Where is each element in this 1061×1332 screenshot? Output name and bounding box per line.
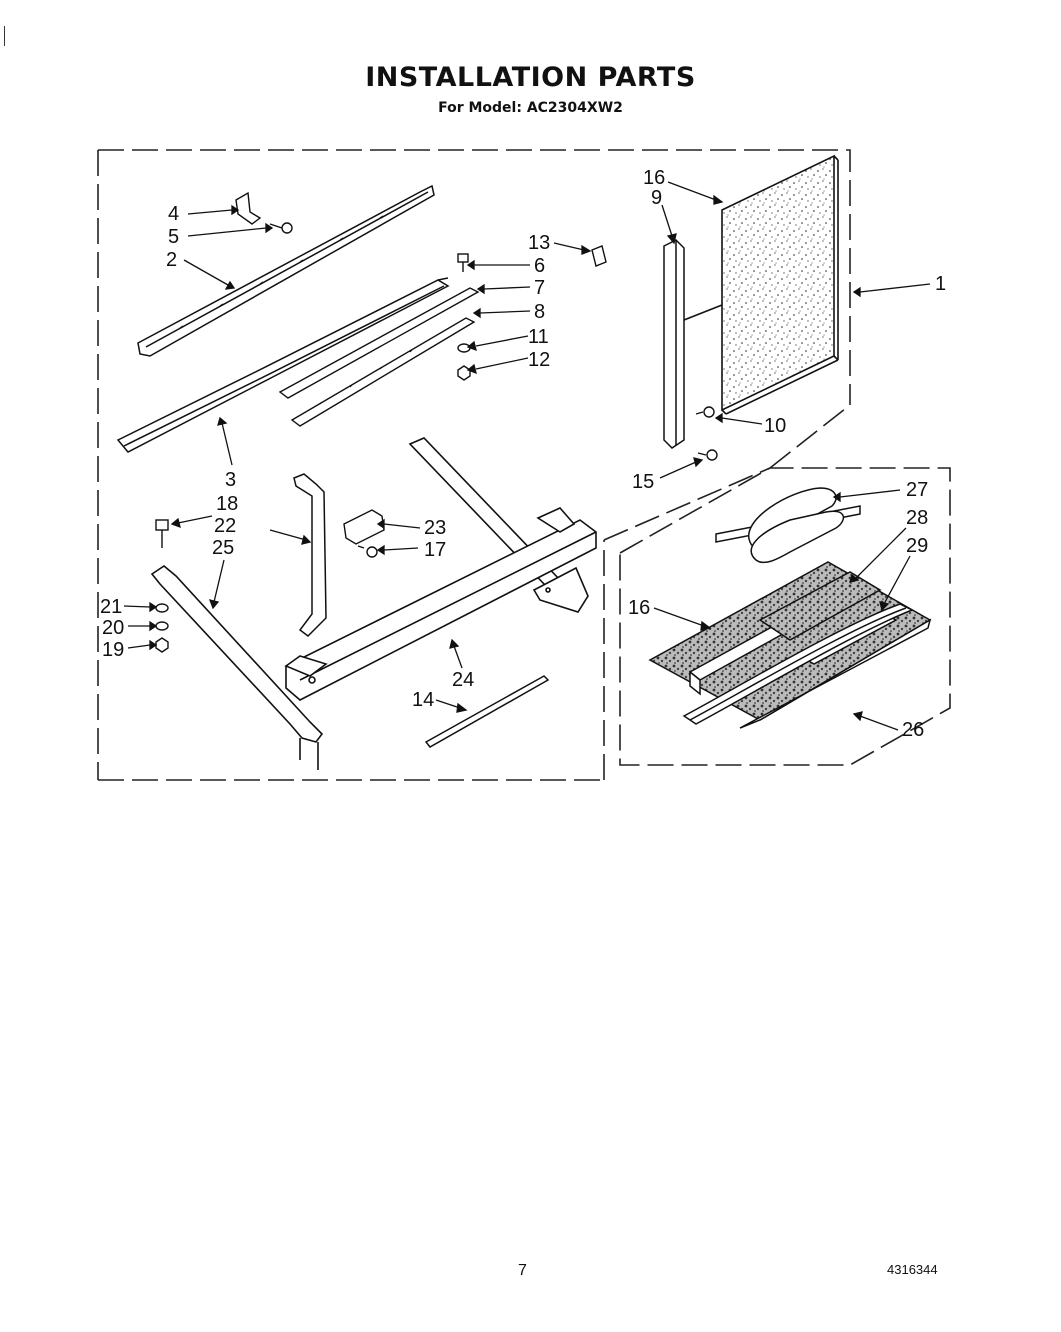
angle-strip-part-7	[278, 287, 480, 399]
page-edge-mark	[4, 26, 5, 46]
clip-part-13	[591, 245, 607, 267]
callout-13: 13	[528, 232, 550, 254]
support-frame-part-24	[284, 437, 597, 701]
callout-7: 7	[534, 277, 545, 299]
lock-washer-part-21	[155, 603, 169, 613]
callout-5: 5	[168, 226, 179, 248]
foam-seal-part-27	[715, 487, 861, 564]
vertical-brace-part-22	[293, 473, 327, 637]
side-channel-part-9	[663, 239, 685, 449]
callout-16-panel: 16	[643, 167, 665, 189]
screw-part-5	[269, 222, 293, 234]
bolt-part-6	[457, 253, 469, 272]
model-line: For Model: AC2304XW2	[438, 100, 623, 116]
callout-23: 23	[424, 517, 446, 539]
mounting-bracket-part-4	[235, 191, 262, 225]
callout-2: 2	[166, 249, 177, 271]
callout-9: 9	[651, 187, 662, 209]
callout-26: 26	[902, 719, 924, 741]
callout-29: 29	[906, 535, 928, 557]
callout-leaders	[123, 181, 931, 731]
callout-28: 28	[906, 507, 928, 529]
callout-labels: 1 2 3 4 5 6 7 8 9 10 11 12 13 14 15 16 1…	[100, 167, 946, 741]
callout-6: 6	[534, 255, 545, 277]
callout-3: 3	[225, 469, 236, 491]
screw-part-17	[357, 545, 378, 558]
upper-rail-holes	[179, 215, 384, 329]
angle-strip-holes	[319, 349, 413, 405]
callout-22: 22	[214, 515, 236, 537]
callout-17: 17	[424, 539, 446, 561]
callout-10: 10	[764, 415, 786, 437]
callout-24: 24	[452, 669, 474, 691]
page-title: INSTALLATION PARTS	[365, 62, 696, 93]
callout-25: 25	[212, 537, 234, 559]
callout-16-foam: 16	[628, 597, 650, 619]
callout-1: 1	[935, 273, 946, 295]
screw-part-15	[697, 449, 718, 461]
sill-channel-part-3	[116, 277, 450, 453]
angle-strip-part-8	[290, 317, 476, 427]
leg-brace-part-25	[150, 565, 324, 770]
upper-rail-part-2	[137, 184, 435, 357]
callout-14: 14	[412, 689, 434, 711]
bolt-part-18	[155, 519, 169, 548]
document-number: 4316344	[887, 1262, 938, 1277]
callout-27: 27	[906, 479, 928, 501]
nut-part-12	[457, 365, 471, 381]
accessory-tray-part-26	[648, 561, 932, 729]
insulation-panel-part-1	[683, 154, 839, 415]
rod-part-14	[424, 675, 550, 748]
screw-part-10	[695, 406, 715, 418]
callout-12: 12	[528, 349, 550, 371]
flat-washer-part-20	[155, 621, 169, 631]
washer-part-11	[457, 343, 471, 353]
accessory-kit-frame	[619, 467, 951, 766]
page-number: 7	[518, 1262, 527, 1279]
nut-part-19	[155, 637, 169, 653]
callout-11: 11	[528, 326, 549, 348]
callout-8: 8	[534, 301, 545, 323]
bracket-part-23	[343, 509, 385, 545]
callout-18: 18	[216, 493, 238, 515]
callout-21: 21	[100, 596, 122, 618]
callout-4: 4	[168, 203, 179, 225]
callout-15: 15	[632, 471, 654, 493]
main-assembly-frame	[97, 149, 851, 781]
callout-20: 20	[102, 617, 124, 639]
callout-19: 19	[102, 639, 124, 661]
